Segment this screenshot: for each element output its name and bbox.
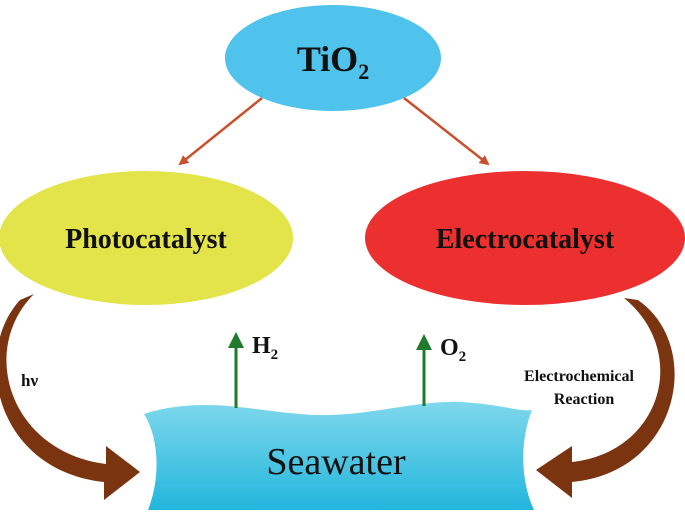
h2-subscript: 2 (271, 347, 279, 363)
electrocatalyst-node (365, 171, 685, 305)
left-curved-arrow (0, 294, 140, 500)
hv-label: hν (21, 371, 38, 390)
up-arrow-icon (228, 332, 244, 348)
seawater-block (144, 401, 534, 510)
o2-main-text: O (440, 335, 459, 361)
electrocatalyst-label: Electrocatalyst (436, 224, 615, 255)
up-arrow-icon (416, 334, 432, 350)
photocatalyst-label: Photocatalyst (65, 224, 227, 255)
o2-label: O2 (440, 335, 466, 365)
electrochemical-label-line1: Electrochemical (524, 368, 634, 385)
tio2-main-text: TiO (297, 39, 358, 79)
tio2-node (225, 5, 441, 111)
o2-arrow (416, 334, 432, 406)
o2-subscript: 2 (459, 349, 467, 365)
tio2-to-electrocatalyst-arrow (403, 97, 490, 166)
seawater-label: Seawater (266, 441, 406, 483)
tio2-subscript: 2 (358, 59, 369, 84)
h2-label: H2 (252, 333, 278, 363)
right-curved-arrow (536, 298, 675, 498)
tio2-label: TiO2 (297, 39, 369, 84)
h2-arrow (228, 332, 244, 408)
electrochemical-label-line2: Reaction (554, 391, 615, 408)
photocatalyst-node (0, 171, 293, 305)
tio2-to-photocatalyst-arrow (178, 97, 263, 166)
h2-main-text: H (252, 333, 271, 359)
